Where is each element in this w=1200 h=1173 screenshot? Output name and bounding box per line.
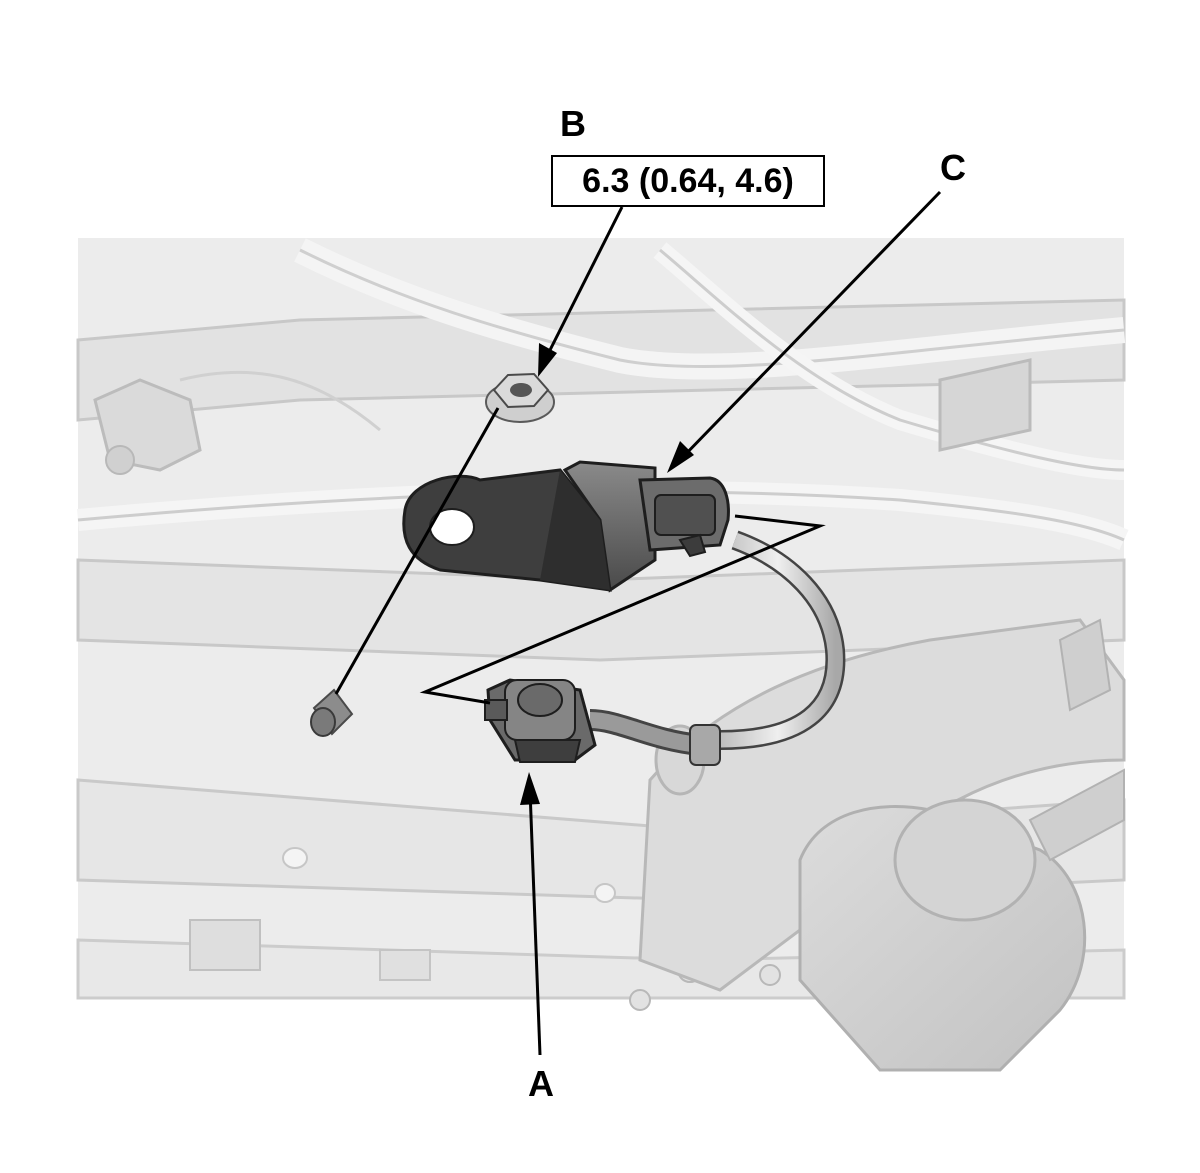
callout-c: C	[940, 147, 966, 188]
callout-a: A	[528, 1063, 554, 1104]
arrowheads	[520, 343, 694, 805]
sensor-body	[402, 460, 730, 593]
harness-wire	[589, 530, 846, 766]
background-chassis	[76, 238, 1129, 1072]
arrowhead-c	[667, 441, 694, 473]
arrowhead-a	[520, 772, 540, 805]
harness-connector	[484, 678, 597, 763]
arrowhead-b	[538, 343, 557, 377]
leader-lines	[334, 190, 942, 1056]
flange-nut	[485, 372, 555, 423]
callout-b: B	[560, 103, 586, 144]
torque-spec-box: 6.3 (0.64, 4.6)	[551, 155, 825, 207]
mounting-stud	[310, 688, 354, 737]
torque-spec-text: 6.3 (0.64, 4.6)	[582, 161, 794, 200]
